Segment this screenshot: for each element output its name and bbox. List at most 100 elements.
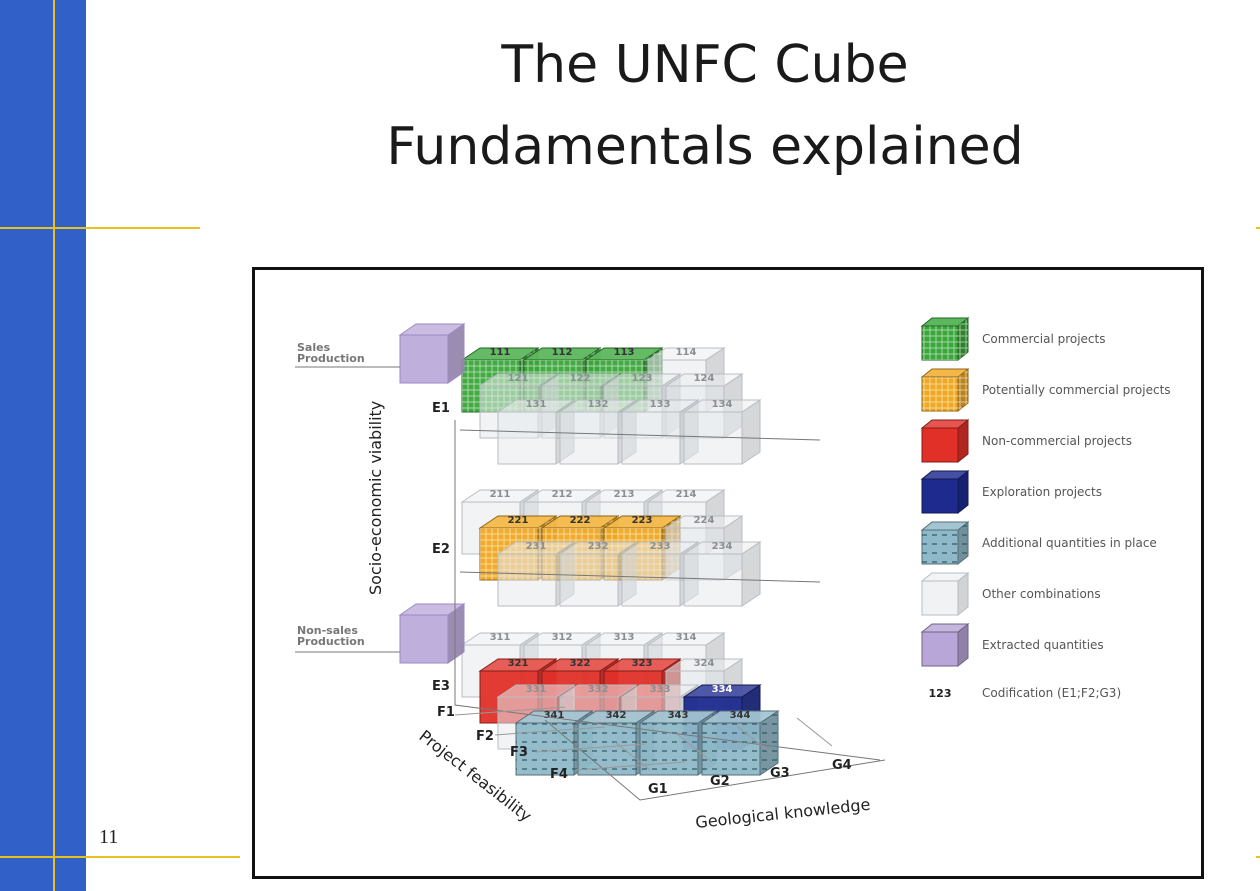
cell-code-label: 232 bbox=[588, 541, 609, 552]
cell-code-label: 312 bbox=[552, 632, 573, 643]
cube-cell-343: 343 bbox=[638, 710, 718, 776]
f-level-label: F3 bbox=[510, 745, 528, 760]
cell-code-label: 212 bbox=[552, 489, 573, 500]
cell-code-label: 122 bbox=[570, 373, 591, 384]
cube-cell-344: 344 bbox=[700, 710, 780, 776]
legend-swatch-commercial bbox=[920, 316, 970, 362]
cell-code-label: 214 bbox=[676, 489, 697, 500]
legend-swatch-other bbox=[920, 571, 970, 617]
cell-code-label: 334 bbox=[712, 684, 733, 695]
legend-label-other: Other combinations bbox=[982, 587, 1101, 601]
axis-g-title: Geological knowledge bbox=[694, 795, 871, 832]
cell-code-label: 131 bbox=[526, 399, 547, 410]
f-level-label: F4 bbox=[550, 767, 568, 782]
cube-cell-234: 234 bbox=[682, 541, 762, 607]
codification-label: Codification (E1;F2;G3) bbox=[982, 686, 1121, 700]
gold-rule-bottom bbox=[0, 856, 240, 858]
g-guide-line bbox=[796, 717, 833, 747]
cell-code-label: 211 bbox=[490, 489, 511, 500]
page-number: 11 bbox=[99, 826, 119, 848]
cell-code-label: 221 bbox=[508, 515, 529, 526]
legend-label-noncommercial: Non-commercial projects bbox=[982, 434, 1132, 448]
cell-code-label: 234 bbox=[712, 541, 733, 552]
slide-title-line-1: The UNFC Cube bbox=[501, 35, 909, 95]
axis-e-title: Socio-economic viability bbox=[366, 401, 385, 595]
cell-code-label: 114 bbox=[676, 347, 697, 358]
slide-title-line-2: Fundamentals explained bbox=[386, 117, 1024, 177]
legend-swatch-extracted bbox=[920, 622, 970, 668]
cell-code-label: 233 bbox=[650, 541, 671, 552]
cell-code-label: 113 bbox=[614, 347, 635, 358]
axis-frame-line bbox=[454, 420, 881, 761]
f-guide-line bbox=[494, 726, 606, 736]
cube-cell-134: 134 bbox=[682, 399, 762, 465]
cell-code-label: 213 bbox=[614, 489, 635, 500]
base-grid-line bbox=[544, 719, 886, 801]
left-blue-band bbox=[0, 0, 86, 891]
cell-code-label: 323 bbox=[632, 658, 653, 669]
legend-label-exploration: Exploration projects bbox=[982, 485, 1102, 499]
g-level-label: G3 bbox=[770, 766, 790, 781]
nonsales-label: Non-sales bbox=[297, 624, 358, 637]
g-guide-line bbox=[736, 725, 773, 755]
cell-code-label: 313 bbox=[614, 632, 635, 643]
cell-code-label: 121 bbox=[508, 373, 529, 384]
g-guide-line bbox=[614, 741, 651, 771]
vertical-gold-line bbox=[53, 0, 55, 891]
f-level-label: F2 bbox=[476, 729, 494, 744]
f-guide-line bbox=[454, 706, 566, 716]
e2-plane-edge bbox=[459, 571, 821, 583]
cell-code-label: 342 bbox=[606, 710, 627, 721]
cell-code-label: 224 bbox=[694, 515, 715, 526]
f-level-label: F1 bbox=[437, 705, 455, 720]
sales-label: Sales bbox=[297, 341, 331, 354]
right-edge-tick-top bbox=[1256, 227, 1260, 229]
legend-swatch-potential bbox=[920, 367, 970, 413]
e-level-label: E1 bbox=[432, 401, 450, 416]
right-edge-tick-bottom bbox=[1256, 856, 1260, 858]
cell-code-label: 341 bbox=[544, 710, 565, 721]
g-level-label: G1 bbox=[648, 782, 668, 797]
cell-code-label: 314 bbox=[676, 632, 697, 643]
e-level-label: E2 bbox=[432, 542, 450, 557]
g-level-label: G4 bbox=[832, 758, 852, 773]
legend-label-additional: Additional quantities in place bbox=[982, 536, 1157, 550]
cell-code-label: 123 bbox=[632, 373, 653, 384]
cell-code-label: 344 bbox=[730, 710, 751, 721]
cell-code-label: 231 bbox=[526, 541, 547, 552]
cell-code-label: 333 bbox=[650, 684, 671, 695]
f-guide-line bbox=[574, 761, 686, 771]
cell-code-label: 112 bbox=[552, 347, 573, 358]
f-guide-line bbox=[534, 743, 646, 753]
legend-label-commercial: Commercial projects bbox=[982, 332, 1106, 346]
e-level-label: E3 bbox=[432, 679, 450, 694]
cell-code-label: 222 bbox=[570, 515, 591, 526]
extracted-cube-sales bbox=[398, 323, 466, 384]
cell-code-label: 311 bbox=[490, 632, 511, 643]
legend-swatch-additional bbox=[920, 520, 970, 566]
cell-code-label: 343 bbox=[668, 710, 689, 721]
cell-code-label: 331 bbox=[526, 684, 547, 695]
sales-production-label: Production bbox=[297, 352, 365, 365]
nonsales-production-label: Production bbox=[297, 635, 365, 648]
cell-code-label: 223 bbox=[632, 515, 653, 526]
legend-swatch-exploration bbox=[920, 469, 970, 515]
gold-rule-top bbox=[0, 227, 200, 229]
cell-code-label: 133 bbox=[650, 399, 671, 410]
cell-code-label: 132 bbox=[588, 399, 609, 410]
cell-code-label: 332 bbox=[588, 684, 609, 695]
cell-code-label: 322 bbox=[570, 658, 591, 669]
legend-label-potential: Potentially commercial projects bbox=[982, 383, 1171, 397]
cell-code-label: 124 bbox=[694, 373, 715, 384]
g-guide-line bbox=[676, 733, 713, 763]
legend-swatch-noncommercial bbox=[920, 418, 970, 464]
extracted-cube-nonsales bbox=[398, 603, 466, 664]
cell-code-label: 321 bbox=[508, 658, 529, 669]
cell-code-label: 111 bbox=[490, 347, 511, 358]
legend-label-extracted: Extracted quantities bbox=[982, 638, 1104, 652]
codification-sample: 123 bbox=[929, 687, 952, 700]
cell-code-label: 324 bbox=[694, 658, 715, 669]
g-level-label: G2 bbox=[710, 774, 730, 789]
e1-plane-edge bbox=[459, 429, 821, 441]
